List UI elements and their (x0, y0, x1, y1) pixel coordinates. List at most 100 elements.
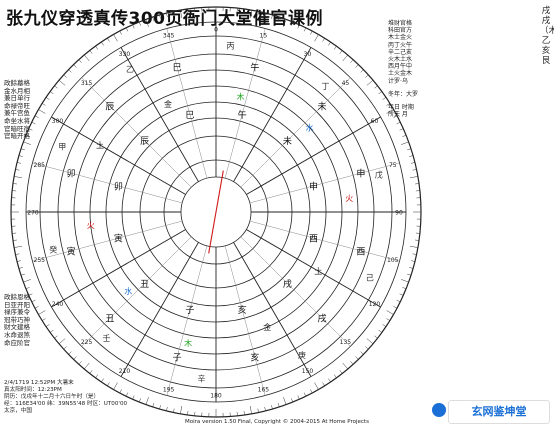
degree-tick (249, 10, 252, 19)
sector-spoke (233, 47, 312, 182)
degree-tick (78, 59, 82, 63)
right-label: 年日 时期 (388, 104, 414, 112)
planet-glyph: 土 (314, 266, 322, 276)
degree-tick (378, 329, 382, 333)
watermark: 玄网鉴坤堂 (448, 400, 550, 424)
planet-glyph: 水 (124, 286, 132, 296)
degree-label: 120 (369, 301, 381, 308)
degree-tick (125, 392, 129, 397)
degree-tick (393, 306, 398, 309)
degree-tick (78, 361, 82, 365)
degree-tick (350, 59, 354, 63)
degree-label: 15 (260, 33, 268, 40)
degree-tick (113, 34, 118, 42)
degree-tick (283, 397, 287, 405)
degree-tick (410, 162, 415, 164)
left-bottom-note: 水命退煞 (4, 330, 30, 339)
degree-tick (333, 46, 337, 50)
degree-label: 240 (52, 301, 64, 308)
degree-tick (25, 134, 30, 137)
left-top-note: 命坐水将 (4, 116, 30, 125)
degree-tick (366, 338, 374, 344)
left-top-notes: 政餘墓格 金水月相 兼日单行 命禄帝旺 兼午宫鱼 命坐水将 官暗旺宿 官暗开格 (4, 79, 30, 141)
degree-label: 225 (81, 339, 93, 346)
degree-tick (166, 406, 168, 411)
degree-label: 75 (389, 162, 397, 169)
sector-spoke (240, 77, 351, 188)
right-label: 西月午中 (388, 63, 413, 71)
left-bottom-note: 日亚开阳 (4, 300, 30, 309)
degree-tick (38, 310, 46, 315)
degree-tick (18, 267, 23, 269)
degree-tick (173, 408, 175, 413)
degree-tick (28, 293, 33, 296)
degree-label: 150 (302, 368, 314, 375)
bottom-info-line: 经：116E34'00 纬：39N55'48 时区：UT00'00 (4, 401, 128, 407)
sector-spoke (32, 220, 183, 262)
degree-tick (374, 85, 378, 89)
left-top-note: 官暗旺宿 (4, 124, 30, 133)
degree-label: 255 (34, 257, 46, 264)
degree-tick (125, 27, 129, 32)
degree-label: 45 (342, 80, 350, 87)
degree-tick (45, 97, 50, 100)
right-label: 堆财官格 (388, 20, 413, 27)
degree-tick (34, 306, 39, 309)
degree-label: 105 (387, 257, 399, 264)
footer: Moira version 1.50 Final, Copyright © 20… (185, 419, 369, 425)
planet-glyph: 木 (184, 338, 192, 348)
degree-tick (138, 398, 141, 403)
degree-tick (257, 11, 259, 16)
right-label: 计罗·乌 (388, 77, 408, 85)
sector-spoke (246, 229, 381, 308)
degree-label: 330 (119, 51, 131, 58)
degree-tick (73, 356, 77, 360)
degree-tick (132, 24, 135, 29)
degree-tick (401, 279, 409, 283)
right-label: 丙丁火午 (388, 41, 413, 49)
degree-tick (322, 38, 325, 42)
degree-tick (409, 176, 418, 179)
degree-tick (63, 346, 67, 350)
degree-tick (63, 74, 67, 78)
degree-tick (187, 8, 189, 13)
degree-tick (396, 299, 401, 303)
branch-inner-label: 戌 (283, 278, 292, 290)
left-top-note: 命禄帝旺 (4, 101, 30, 110)
degree-tick (342, 362, 348, 370)
degree-tick (350, 361, 354, 365)
degree-tick (386, 318, 390, 321)
degree-tick (399, 128, 404, 131)
degree-tick (297, 395, 300, 400)
degree-tick (14, 176, 23, 179)
degree-tick (355, 64, 359, 68)
degree-label: 30 (304, 51, 312, 58)
degree-label: 90 (395, 210, 403, 217)
sector-spoke (120, 242, 199, 377)
degree-tick (54, 85, 58, 89)
sector-spoke (166, 28, 208, 179)
degree-tick (101, 41, 104, 46)
degree-label: 165 (258, 386, 270, 393)
branch-inner-label: 丑 (140, 279, 149, 290)
degree-tick (374, 335, 378, 339)
degree-tick (38, 109, 46, 114)
branch-label: 申 (356, 168, 365, 180)
degree-tick (365, 346, 369, 350)
branch-inner-label: 亥 (238, 304, 247, 316)
axis-line (215, 170, 224, 213)
sector-spoke (120, 47, 199, 182)
bottom-info: 2/4/1719 12:52PM 大暑末 真太阳时间：12:23PM 阴历：戊戌… (4, 380, 127, 415)
degree-label: 285 (34, 162, 46, 169)
degree-tick (415, 239, 420, 241)
branch-label: 巳 (173, 63, 182, 74)
degree-tick (68, 351, 72, 355)
degree-tick (310, 30, 313, 35)
branch-inner-label: 未 (283, 135, 292, 147)
degree-tick (271, 405, 273, 410)
degree-label: 270 (27, 210, 39, 217)
branch-label: 酉 (356, 246, 365, 257)
degree-tick (412, 169, 417, 171)
left-bottom-note: 政餘恩格 (4, 293, 30, 301)
sector-spoke (249, 162, 400, 204)
